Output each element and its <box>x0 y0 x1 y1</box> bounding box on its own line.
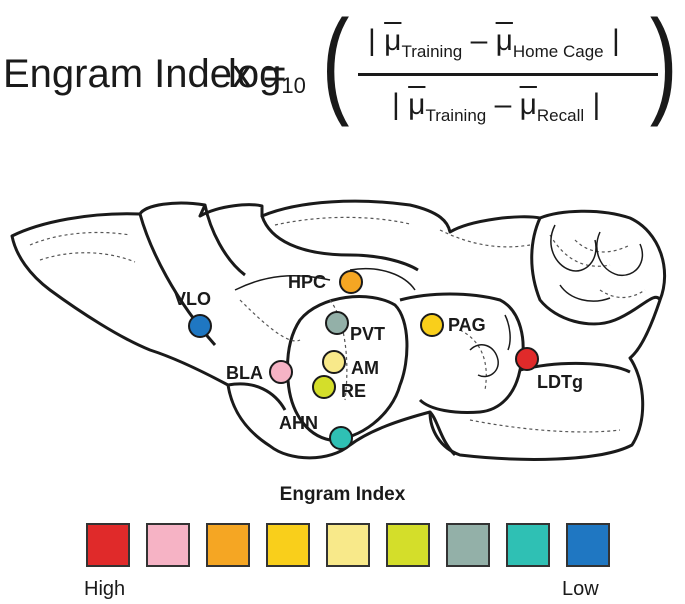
region-pag: PAG <box>420 313 486 337</box>
den-sub-b: Recall <box>536 106 585 125</box>
minus-sign: – <box>494 88 512 121</box>
mu-symbol: μ <box>384 24 402 57</box>
legend-swatch <box>446 523 490 567</box>
legend-swatch <box>146 523 190 567</box>
region-pvt: PVT <box>325 311 385 344</box>
formula-log: log10 <box>228 52 306 99</box>
brain-detail-lines <box>234 224 644 378</box>
mu-symbol: μ <box>408 88 426 121</box>
region-ahn-dot <box>329 426 353 450</box>
fraction-bar <box>358 73 658 76</box>
region-bla: BLA <box>226 360 293 384</box>
legend-swatch <box>566 523 610 567</box>
formula-numerator: | μTraining – μHome Cage | <box>368 24 620 61</box>
mu-symbol: μ <box>519 88 537 121</box>
brain-outline <box>10 199 667 461</box>
region-ahn: AHN <box>279 413 353 450</box>
den-sub-a: Training <box>425 106 487 125</box>
legend-swatch <box>86 523 130 567</box>
region-ahn-label: AHN <box>279 413 318 433</box>
region-am-label: AM <box>351 358 379 378</box>
region-ldtg: LDTg <box>515 347 583 392</box>
log-text: log <box>228 52 282 96</box>
brain-sagittal-diagram: VLO HPC PVT PAG AM BLA RE LDTg AHN <box>10 199 667 461</box>
brain-subregion-lines <box>29 216 646 433</box>
log-base: 10 <box>281 73 306 98</box>
left-paren: ( <box>321 0 350 128</box>
region-ldtg-dot <box>515 347 539 371</box>
num-sub-b: Home Cage <box>512 42 604 61</box>
region-hpc-label: HPC <box>288 272 326 292</box>
legend-swatch <box>206 523 250 567</box>
legend-swatch <box>386 523 430 567</box>
region-pag-dot <box>420 313 444 337</box>
formula-lhs: Engram Index = <box>3 52 287 96</box>
region-re-dot <box>312 375 336 399</box>
num-sub-a: Training <box>401 42 463 61</box>
region-pvt-dot <box>325 311 349 335</box>
region-vlo: VLO <box>174 289 212 338</box>
region-hpc: HPC <box>288 270 363 294</box>
region-hpc-dot <box>339 270 363 294</box>
region-re-label: RE <box>341 381 366 401</box>
region-pvt-label: PVT <box>350 324 385 344</box>
engram-index-formula: Engram Index = log10 ( | μTraining – μHo… <box>0 0 685 170</box>
legend-swatch <box>506 523 550 567</box>
region-bla-dot <box>269 360 293 384</box>
legend-high-label: High <box>84 578 126 600</box>
mu-symbol: μ <box>495 24 513 57</box>
legend-low-label: Low <box>562 578 599 600</box>
right-paren: ) <box>649 0 678 128</box>
region-re: RE <box>312 375 366 401</box>
region-pag-label: PAG <box>448 315 486 335</box>
region-am: AM <box>322 350 379 378</box>
region-am-dot <box>322 350 346 374</box>
legend-swatch <box>326 523 370 567</box>
region-vlo-label: VLO <box>174 289 211 309</box>
region-ldtg-label: LDTg <box>537 372 583 392</box>
formula-denominator: | μTraining – μRecall | <box>392 88 601 125</box>
region-bla-label: BLA <box>226 363 263 383</box>
legend-title: Engram Index <box>279 484 406 505</box>
legend-swatch <box>266 523 310 567</box>
region-vlo-dot <box>188 314 212 338</box>
minus-sign: – <box>470 24 488 57</box>
